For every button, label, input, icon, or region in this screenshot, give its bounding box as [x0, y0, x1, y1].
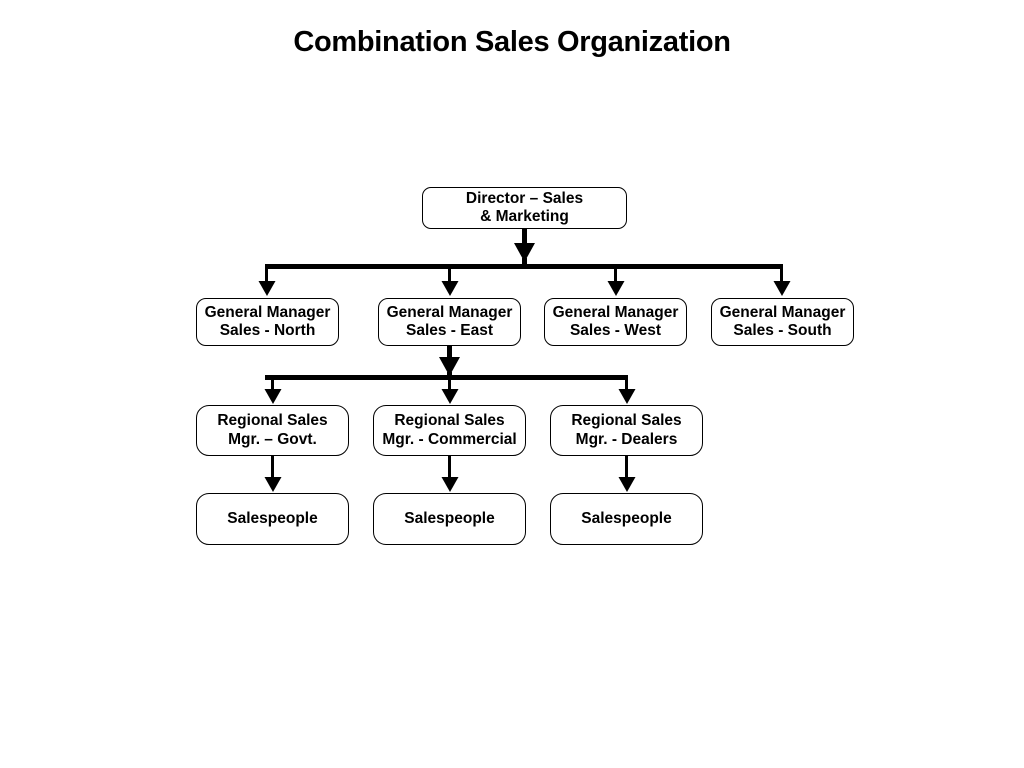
node-director-line-1: Director – Sales [465, 189, 584, 207]
edge-rsm-dealers-to-salespeople [618, 456, 636, 492]
node-gm-west-line-1: General Manager [552, 303, 679, 321]
node-salespeople-commercial-label: Salespeople [404, 509, 495, 527]
node-rsm-commercial[interactable]: Regional Sales Mgr. - Commercial [373, 405, 526, 456]
node-rsm-commercial-line-1: Regional Sales [394, 412, 505, 430]
edge-bus-to-rsm-govt [264, 377, 282, 404]
node-rsm-dealers-line-2: Mgr. - Dealers [575, 430, 678, 448]
edge-rsm-commercial-to-salespeople [441, 456, 459, 492]
node-gm-south-line-2: Sales - South [733, 322, 832, 339]
edge-gm-east-to-bus [439, 346, 460, 380]
edge-bus-to-gm-east [441, 266, 459, 296]
node-rsm-commercial-line-2: Mgr. - Commercial [382, 430, 517, 448]
node-director[interactable]: Director – Sales & Marketing [422, 187, 627, 229]
node-salespeople-dealers-label: Salespeople [581, 509, 672, 527]
node-salespeople-govt-label: Salespeople [227, 509, 318, 527]
node-gm-north-line-1: General Manager [204, 303, 331, 321]
node-salespeople-commercial[interactable]: Salespeople [373, 493, 526, 545]
page-title: Combination Sales Organization [293, 26, 731, 58]
edge-bus-to-gm-north [258, 266, 276, 296]
edge-director-to-bus [514, 229, 535, 266]
node-gm-west-line-2: Sales - West [569, 322, 662, 339]
node-gm-north[interactable]: General Manager Sales - North [196, 298, 339, 346]
node-rsm-govt-line-1: Regional Sales [217, 412, 328, 430]
edge-bus-to-rsm-commercial [441, 377, 459, 404]
node-gm-east[interactable]: General Manager Sales - East [378, 298, 521, 346]
edge-bus-to-gm-west [607, 266, 625, 296]
node-gm-south-line-1: General Manager [719, 303, 846, 321]
edge-rsm-govt-to-salespeople [264, 456, 282, 492]
node-gm-east-line-2: Sales - East [405, 322, 494, 339]
edge-bus-to-rsm-dealers [618, 377, 636, 404]
node-gm-west[interactable]: General Manager Sales - West [544, 298, 687, 346]
edge-bus-to-gm-south [773, 266, 791, 296]
node-salespeople-govt[interactable]: Salespeople [196, 493, 349, 545]
node-salespeople-dealers[interactable]: Salespeople [550, 493, 703, 545]
node-gm-south[interactable]: General Manager Sales - South [711, 298, 854, 346]
node-rsm-dealers[interactable]: Regional Sales Mgr. - Dealers [550, 405, 703, 456]
node-rsm-govt[interactable]: Regional Sales Mgr. – Govt. [196, 405, 349, 456]
node-director-line-2: & Marketing [480, 208, 569, 225]
node-gm-east-line-1: General Manager [386, 303, 513, 321]
node-gm-north-line-2: Sales - North [219, 322, 316, 339]
node-rsm-govt-line-2: Mgr. – Govt. [228, 430, 317, 448]
node-rsm-dealers-line-1: Regional Sales [571, 412, 682, 430]
